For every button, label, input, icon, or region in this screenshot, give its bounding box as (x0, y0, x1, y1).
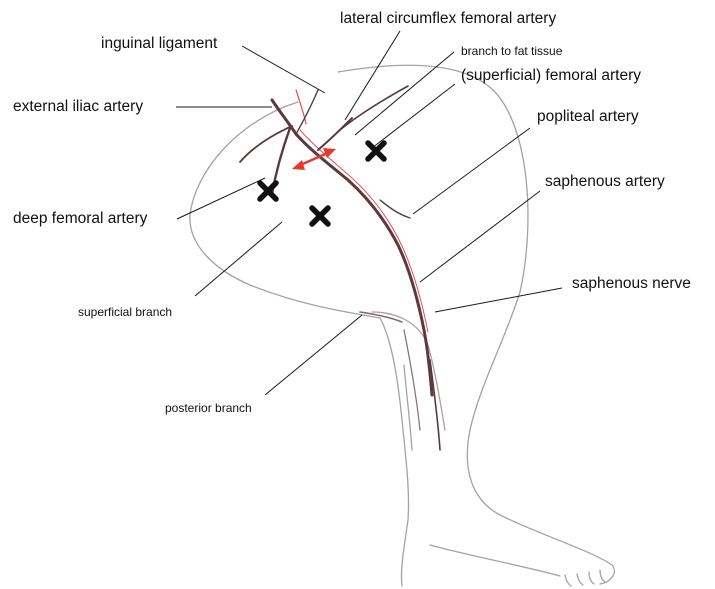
vessels (240, 86, 440, 450)
label-superficial-femoral-artery: (superficial) femoral artery (461, 67, 641, 85)
label-branch-to-fat-tissue: branch to fat tissue (461, 44, 562, 58)
label-inguinal-ligament: inguinal ligament (101, 35, 217, 53)
label-external-iliac-artery: external iliac artery (13, 98, 143, 116)
femoral-artery-highlight (300, 130, 428, 332)
label-superficial-branch: superficial branch (78, 305, 172, 319)
leader-popliteal (413, 128, 530, 214)
label-saphenous-artery: saphenous artery (545, 173, 665, 191)
groin-branch-up (296, 90, 318, 134)
saphenous-nerve-vessel (404, 330, 420, 430)
leader-superficial-branch (195, 222, 282, 296)
leader-superficial-femoral (372, 84, 455, 148)
leader-saphenous-nerve (435, 288, 562, 312)
leader-lines (176, 31, 562, 395)
leg-outline (190, 65, 614, 586)
leader-posterior-branch (265, 315, 362, 395)
label-saphenous-nerve: saphenous nerve (572, 275, 691, 293)
label-deep-femoral-artery: deep femoral artery (13, 210, 147, 228)
label-posterior-branch: posterior branch (165, 401, 252, 415)
leader-inguinal-ligament (242, 46, 325, 93)
lateral-circumflex-branch (318, 118, 352, 150)
leader-saphenous-artery (420, 191, 540, 282)
cross-marker-icon (312, 208, 328, 224)
label-lateral-circumflex-femoral-artery: lateral circumflex femoral artery (340, 10, 556, 28)
femoral-artery-trunk (296, 134, 432, 395)
fat-tissue-branch (340, 86, 408, 130)
label-popliteal-artery: popliteal artery (537, 108, 639, 126)
leader-deep-femoral (177, 178, 265, 219)
